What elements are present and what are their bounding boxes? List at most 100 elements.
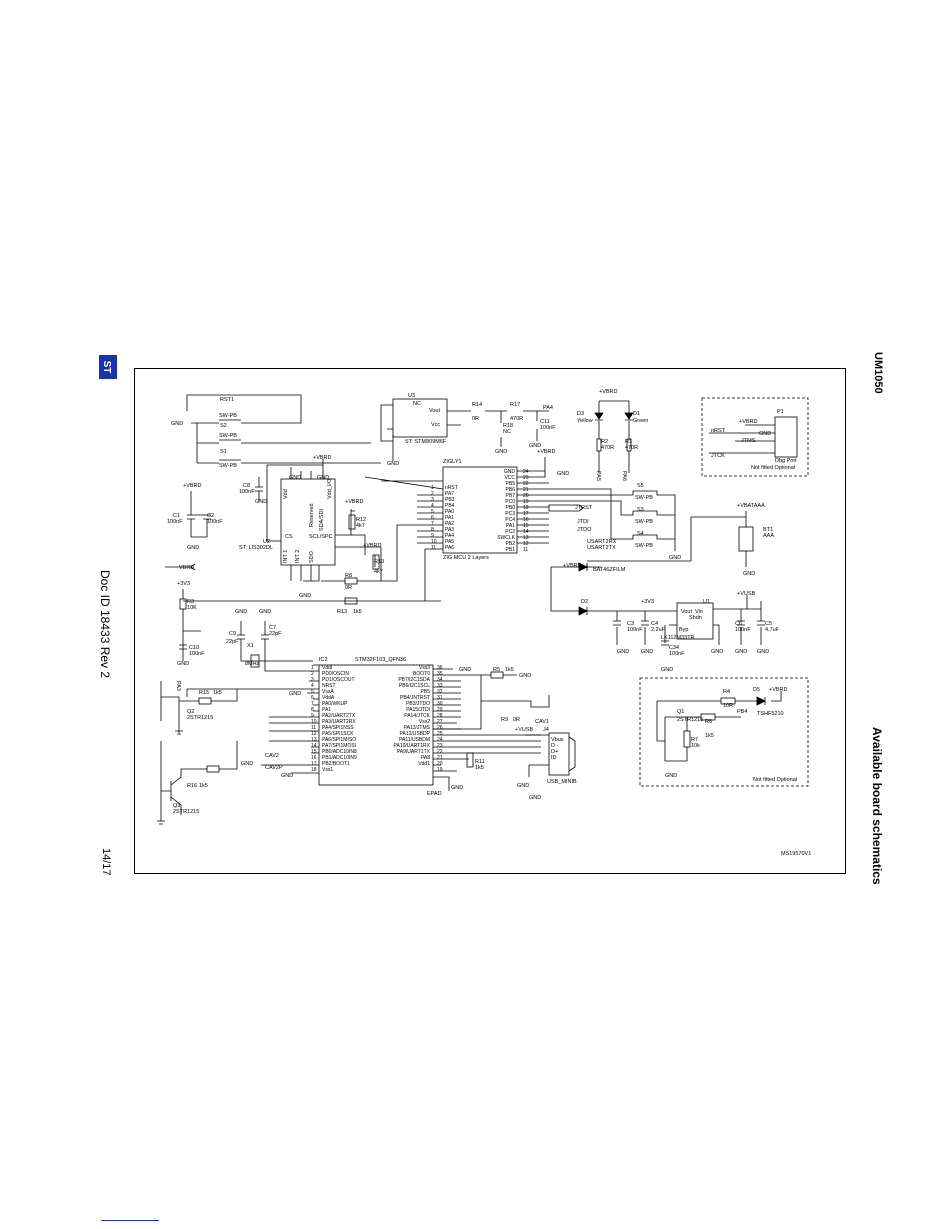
- zig-right-pin-number: 22: [523, 481, 529, 487]
- label-gnd-19: GND: [459, 667, 471, 673]
- label-swpb-2: SW-PB: [219, 463, 237, 469]
- ic2-left-pin-name: Vss1: [322, 767, 333, 773]
- label-d2: D2: [581, 599, 588, 605]
- label-c9: C9: [229, 631, 236, 637]
- zig-right-pin-name: PB6: [506, 487, 516, 493]
- label-u1: U1: [703, 599, 710, 605]
- label-dm: D -: [551, 743, 559, 749]
- label-c6: C6: [735, 621, 742, 627]
- label-gnd-20: GND: [519, 673, 531, 679]
- label-vcc: Vcc: [431, 422, 440, 428]
- label-c4v: 2.2uF: [651, 627, 666, 633]
- ic2-left-pin-number: 1: [311, 665, 314, 671]
- label-sdasdi: SDA/SDI: [319, 509, 325, 531]
- zig-right-pin-name: PC0: [505, 499, 515, 505]
- label-c11v: 100nF: [540, 425, 556, 431]
- label-cav1: CAV1: [535, 719, 549, 725]
- label-c11: C11: [540, 419, 550, 425]
- zig-left-pin-number: 5: [431, 509, 434, 515]
- ic2-left-pin-number: 14: [311, 743, 317, 749]
- label-u2_part: ST: LIS302DL: [239, 545, 273, 551]
- label-r9v: 0R: [513, 717, 520, 723]
- label-gnd-30: GND: [661, 667, 673, 673]
- ic2-left-pin-name: PA1: [322, 707, 331, 713]
- label-jtrst: JTRST: [575, 505, 593, 511]
- zig-left-pin-name: PA5: [445, 539, 454, 545]
- label-vout: Vout: [429, 408, 440, 414]
- ic2-right-pin-number: 28: [437, 713, 443, 719]
- label-q2_part: 2STR1215: [187, 715, 213, 721]
- ic2-right-pin-number: 23: [437, 743, 443, 749]
- ic2-right-pin-number: 22: [437, 749, 443, 755]
- zig-right-pin-number: 16: [523, 517, 529, 523]
- label-r7: R7: [691, 737, 698, 743]
- document-name: UM1050: [872, 352, 884, 394]
- label-gnd-18: GND: [289, 691, 301, 697]
- svg-text:ST: ST: [101, 361, 112, 374]
- zig-right-pin-number: 13: [523, 535, 529, 541]
- ic2-right-pin-name: PA11/USBDM: [399, 737, 430, 743]
- zig-right-pin-name: PC2: [505, 529, 515, 535]
- label-c10v: 100nF: [189, 651, 205, 657]
- label-c9v: 22pF: [226, 639, 239, 645]
- zig-left-pin-name: PA0: [445, 509, 454, 515]
- ic2-right-pin-number: 32: [437, 689, 443, 695]
- ic2-right-pin-name: PA10/UART1RX: [394, 743, 431, 749]
- zig-left-pin-number: 8: [431, 527, 434, 533]
- label-swpb-5: SW-PB: [635, 543, 653, 549]
- ic2-left-pin-number: 6: [311, 695, 314, 701]
- label-r6: R6: [705, 719, 712, 725]
- label-s3: S3: [637, 507, 644, 513]
- label-c7: C7: [269, 625, 276, 631]
- st-logo-icon: ST: [99, 355, 117, 379]
- label-vbrd_net: VBRD: [179, 565, 194, 571]
- label-s5: S5: [637, 483, 644, 489]
- ic2-right-pin-name: PA13/JTMS: [404, 725, 431, 731]
- label-gnd-22: GND: [281, 773, 293, 779]
- label-green: Green: [633, 418, 648, 424]
- label-q3: Q3: [173, 803, 180, 809]
- label-vbrd-43: +VBRD: [769, 687, 788, 693]
- label-vin: Vin: [695, 609, 703, 615]
- zig-right-pin-number: 19: [523, 499, 529, 505]
- ic2-label: IC2: [319, 657, 328, 663]
- label-vbrd: +VBRD: [599, 389, 618, 395]
- zig-left-pin-number: 7: [431, 521, 434, 527]
- ic2-left-pin-name: PD0/OSCIN: [322, 671, 349, 677]
- label-r15v: 1k5: [213, 690, 222, 696]
- ic2-right-pin-number: 20: [437, 761, 443, 767]
- ic2-right-pin-number: 33: [437, 683, 443, 689]
- label-c3v: 100nF: [627, 627, 643, 633]
- zig-left-pin-number: 10: [431, 539, 437, 545]
- label-r11: R11: [475, 759, 485, 765]
- label-int1: INT 1: [283, 550, 289, 563]
- label-c2: C2: [207, 513, 214, 519]
- label-r17v: 470R: [510, 416, 523, 422]
- label-c2v: 100nF: [207, 519, 223, 525]
- zig-left-pin-name: PA2: [445, 521, 454, 527]
- label-gnd: GND: [171, 421, 183, 427]
- zig-left-pin-number: 1: [431, 485, 434, 491]
- label-r11v: 1k5: [475, 765, 484, 771]
- ic2-left-pin-number: 7: [311, 701, 314, 707]
- label-q3_part: 2STR1215: [173, 809, 199, 815]
- zig-right-pin-name: PB2: [506, 541, 516, 547]
- label-cs: CS: [285, 534, 293, 540]
- ic2-right-pin-number: 19: [437, 767, 443, 773]
- label-gnd-12: GND: [317, 475, 329, 481]
- zig-left-pin-number: 11: [431, 545, 436, 551]
- zig-left-pin-name: PA3: [445, 527, 454, 533]
- ic2-left-pin-number: 12: [311, 731, 317, 737]
- label-cav2p: CAV2P: [265, 765, 283, 771]
- label-bt1: BT1: [763, 527, 773, 533]
- ic2-left-pin-name: PA2/UART2TX: [322, 713, 356, 719]
- label-sdo: SDO: [309, 550, 315, 563]
- zig-left-pin-number: 4: [431, 503, 434, 509]
- label-c1v: 100nF: [167, 519, 183, 525]
- zig-left-pin-name: PA4: [445, 533, 454, 539]
- zig-left-pin-name: PB3: [445, 497, 455, 503]
- label-gnd-27: GND: [743, 571, 755, 577]
- label-d3: D3: [577, 411, 584, 417]
- ic2-left-pin-name: PA4/SPI1NSS: [322, 725, 354, 731]
